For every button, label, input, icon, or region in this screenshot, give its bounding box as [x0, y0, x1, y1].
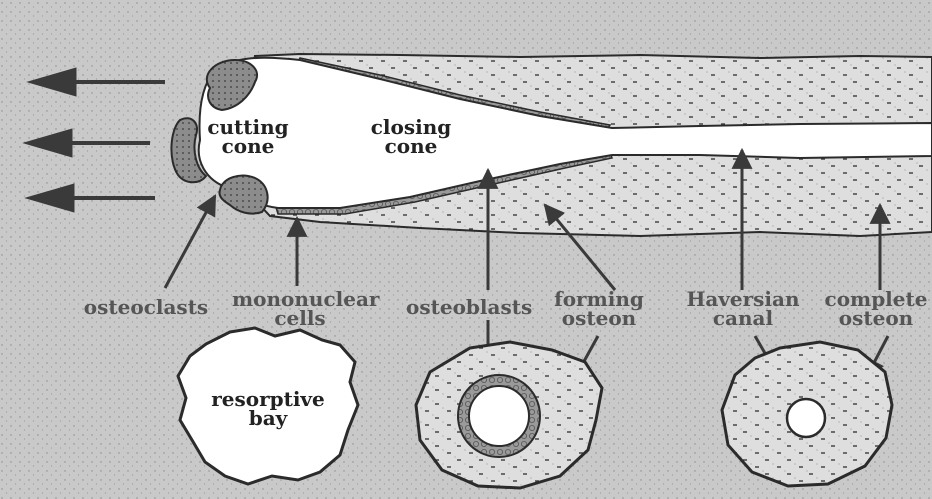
complete-osteon-cross-section: [722, 342, 892, 486]
label-osteoclasts: osteoclasts: [78, 298, 214, 317]
label-osteoblasts: osteoblasts: [406, 298, 532, 317]
